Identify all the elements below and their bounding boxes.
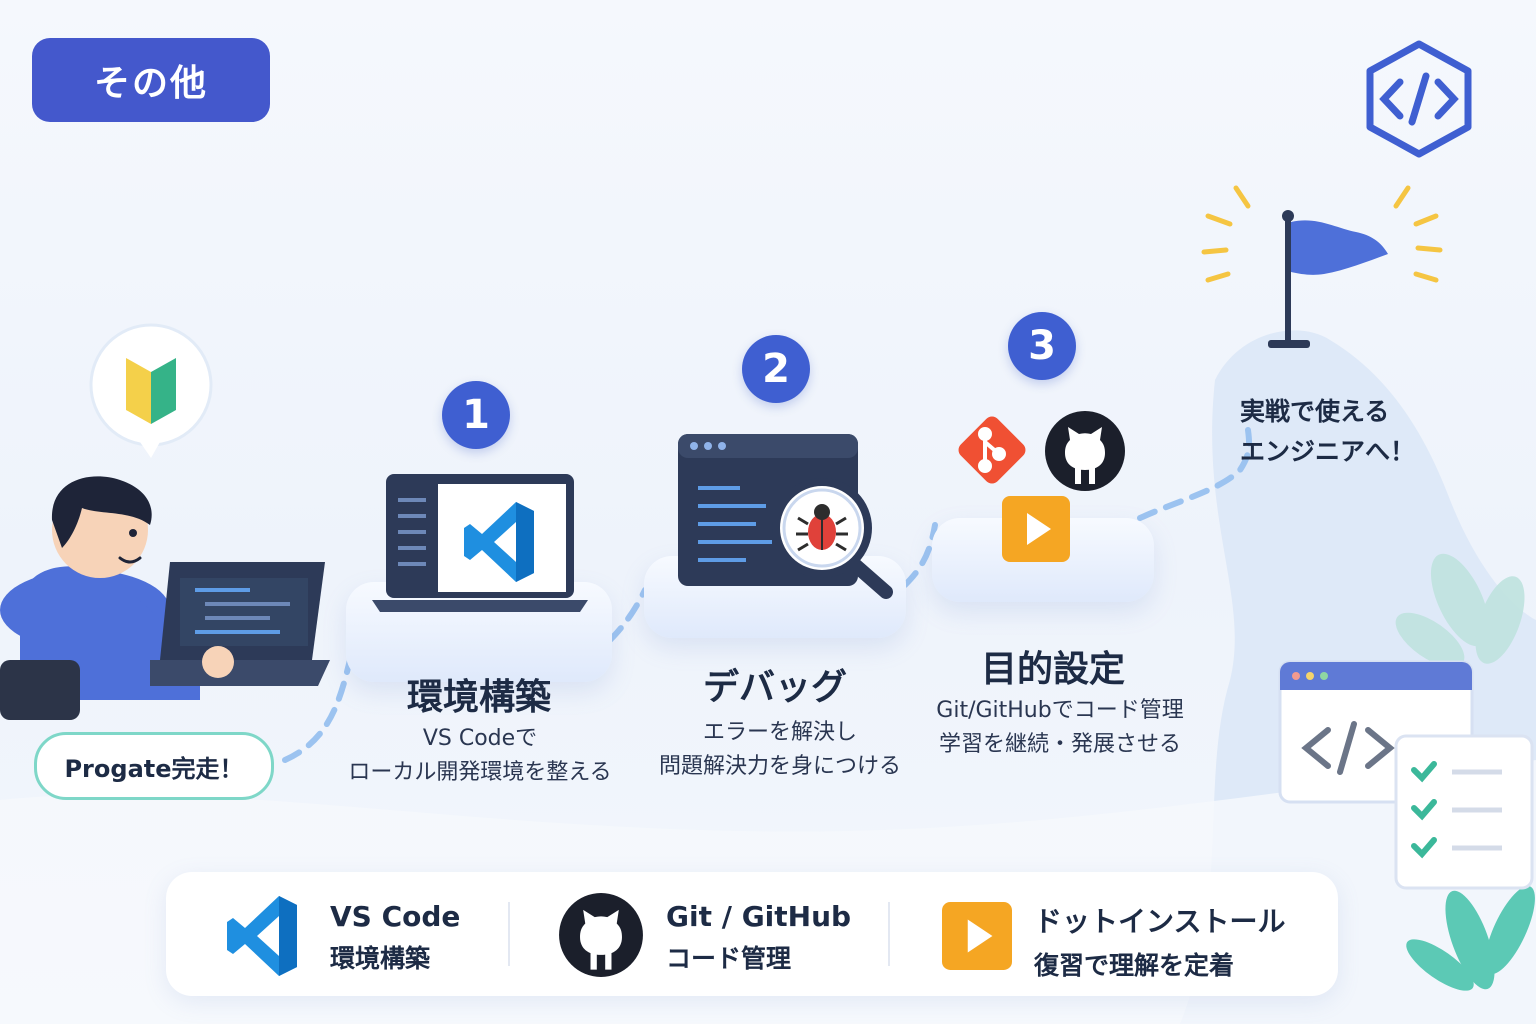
tool-dotinstall: ドットインストール 復習で理解を定着	[1034, 900, 1285, 982]
tool-github-desc: コード管理	[666, 944, 792, 973]
goal-line-1: 実戦で使える	[1240, 397, 1390, 426]
magnifier-bug-icon	[772, 478, 893, 599]
divider	[508, 902, 510, 966]
tool-vscode-desc: 環境構築	[330, 944, 431, 973]
step-2-title: デバッグ	[702, 667, 847, 708]
dotinstall-play-icon	[1002, 496, 1070, 562]
step-3-desc-line2: 学習を継続・発展させる	[938, 732, 1181, 757]
github-icon	[1045, 411, 1125, 491]
goal-flag-icon	[1201, 185, 1443, 348]
step-1-desc-line2: ローカル開発環境を整える	[348, 760, 612, 785]
git-icon	[958, 416, 1026, 484]
code-window-icon	[1278, 660, 1534, 890]
learner-illustration	[0, 323, 330, 720]
step-1-title: 環境構築	[406, 677, 551, 718]
tool-vscode: VS Code 環境構築	[330, 900, 460, 975]
vscode-icon	[227, 896, 297, 976]
checklist-icon	[1394, 734, 1534, 890]
vscode-laptop-icon	[372, 474, 588, 612]
code-hexagon-logo-icon	[1366, 40, 1472, 158]
goal-text: 実戦で使える エンジニアへ！	[1240, 392, 1490, 472]
tools-bar: VS Code 環境構築 Git / GitHub コード管理 ドットインストー…	[166, 872, 1338, 996]
beginner-mark-icon	[126, 358, 176, 424]
progate-complete-badge: Progate完走！	[34, 732, 274, 800]
divider	[888, 902, 890, 966]
step-3-desc-line1: Git/GitHubでコード管理	[936, 698, 1184, 723]
tool-vscode-name: VS Code	[330, 900, 461, 933]
step-2-desc-line2: 問題解決力を身につける	[658, 754, 901, 779]
journey-path	[282, 427, 1252, 763]
step-3-number: 3	[1008, 312, 1076, 380]
vscode-logo-icon	[464, 502, 534, 582]
step-1-number: 1	[442, 381, 510, 449]
github-icon	[559, 893, 643, 977]
debug-window-icon	[678, 434, 893, 599]
step-1-pedestal	[346, 582, 612, 682]
laptop-icon	[150, 562, 330, 686]
step-2-desc-line1: エラーを解決し	[702, 720, 857, 745]
tool-github-name: Git / GitHub	[666, 900, 852, 933]
step-2-number: 2	[742, 335, 810, 403]
tool-dotinstall-name: ドットインストール	[1034, 905, 1286, 938]
step-1-desc-line1: VS Codeで	[422, 726, 538, 751]
tool-dotinstall-desc: 復習で理解を定着	[1034, 951, 1235, 980]
play-icon	[942, 902, 1012, 970]
goal-line-2: エンジニアへ！	[1240, 437, 1416, 466]
tool-github: Git / GitHub コード管理	[666, 900, 851, 975]
step-3-title: 目的設定	[980, 649, 1125, 690]
section-tag: その他	[32, 38, 270, 122]
